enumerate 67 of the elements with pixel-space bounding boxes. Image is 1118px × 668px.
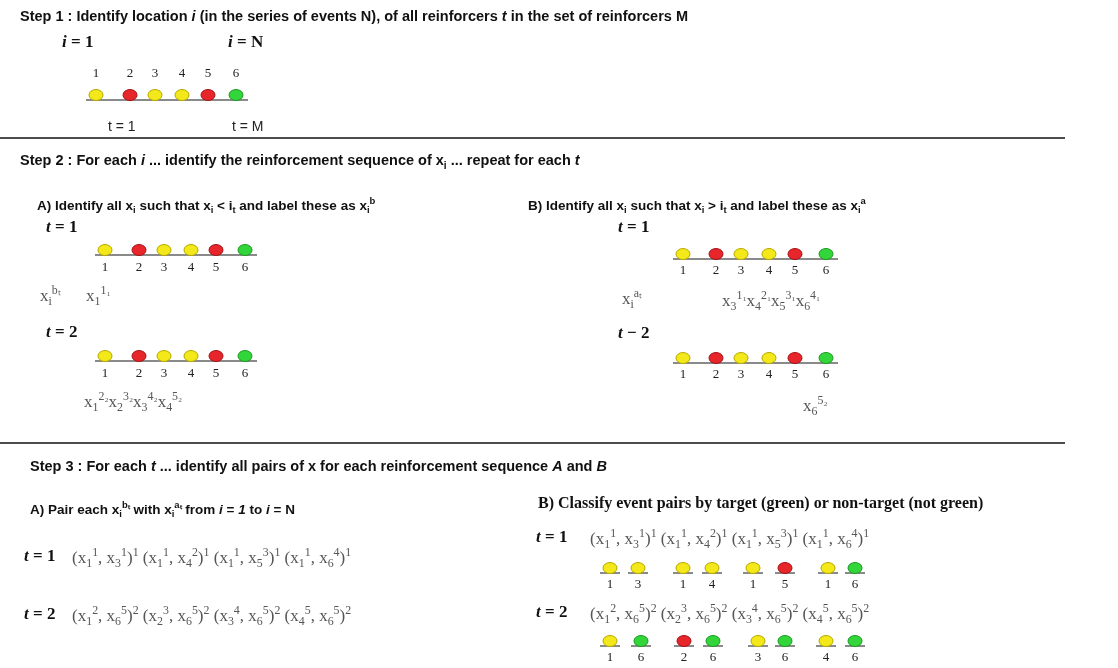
index-number: 6 — [637, 650, 645, 665]
index-number: 3 — [160, 366, 168, 381]
math-label: t = M — [232, 118, 264, 135]
index-number: 1 — [679, 577, 687, 592]
index-number: 6 — [781, 650, 789, 665]
index-number: 3 — [754, 650, 762, 665]
index-number: 1 — [101, 260, 109, 275]
index-number: 3 — [737, 263, 745, 278]
math-label: t = 1 — [46, 217, 78, 237]
index-number: 1 — [749, 577, 757, 592]
math-label: t = 1 — [618, 217, 650, 237]
index-number: 6 — [709, 650, 717, 665]
formula: (x$_{1}$$^{1}$, x$_{3}$$^{1}$)$^{1}$ (x$_{1}$$^{1}$, x$_{4}$$^{2}$)$^{1}$ (x$_{1}$$^{1}$, x$_{5}$$^{3}$)$^{1}$ (x$_{1}$$^{1}$, x$_{6}$$^{4}$)$^{1}$ — [72, 546, 352, 571]
index-number: 5 — [212, 366, 220, 381]
index-number: 6 — [241, 366, 249, 381]
index-number: 2 — [126, 66, 134, 81]
index-number: 6 — [822, 263, 830, 278]
step-heading: Step 3 : For each t ... identify all pairs of x for each reinforcement sequence A and B — [30, 458, 607, 475]
index-number: 4 — [178, 66, 186, 81]
math-label: i = N — [228, 32, 264, 52]
formula: (x$_{1}$$^{2}$, x$_{6}$$^{5}$)$^{2}$ (x$_{2}$$^{3}$, x$_{6}$$^{5}$)$^{2}$ (x$_{3}$$^{4}$, x$_{6}$$^{5}$)$^{2}$ (x$_{4}$$^{5}$, x$_{6}$$^{5}$)$^{2}$ — [72, 604, 352, 629]
index-number: 3 — [634, 577, 642, 592]
step-heading: Step 1 : Identify location i (in the series of events N), of all reinforcers t in the set of reinforcers M — [20, 8, 688, 25]
index-number: 4 — [765, 367, 773, 382]
index-number: 2 — [135, 260, 143, 275]
index-number: 4 — [822, 650, 830, 665]
math-label: t = 2 — [46, 322, 78, 342]
index-number: 4 — [765, 263, 773, 278]
formula: (x$_{1}$$^{1}$, x$_{3}$$^{1}$)$^{1}$ (x$_{1}$$^{1}$, x$_{4}$$^{2}$)$^{1}$ (x$_{1}$$^{1}$, x$_{5}$$^{3}$)$^{1}$ (x$_{1}$$^{1}$, x$_{6}$$^{4}$)$^{1}$ — [590, 527, 870, 552]
index-number: 1 — [606, 650, 614, 665]
index-number: 2 — [712, 263, 720, 278]
index-number: 6 — [851, 650, 859, 665]
index-number: 2 — [680, 650, 688, 665]
index-number: 3 — [151, 66, 159, 81]
formula: (x$_{1}$$^{2}$, x$_{6}$$^{5}$)$^{2}$ (x$_{2}$$^{3}$, x$_{6}$$^{5}$)$^{2}$ (x$_{3}$$^{4}$, x$_{6}$$^{5}$)$^{2}$ (x$_{4}$$^{5}$, x$_{6}$$^{5}$)$^{2}$ — [590, 602, 870, 627]
index-number: 4 — [187, 260, 195, 275]
math-label: t = 1 — [108, 118, 136, 135]
index-number: 4 — [187, 366, 195, 381]
index-number: 5 — [212, 260, 220, 275]
math-label: t = 2 — [24, 604, 56, 624]
step-heading: Step 2 : For each i ... identify the reinforcement sequence of x$_{i}$ ... repeat for each t — [20, 152, 580, 172]
math-label: t = 2 — [536, 602, 568, 622]
index-number: 5 — [791, 367, 799, 382]
index-number: 1 — [679, 367, 687, 382]
index-number: 2 — [712, 367, 720, 382]
index-number: 5 — [204, 66, 212, 81]
math-label: i = 1 — [62, 32, 94, 52]
index-number: 6 — [241, 260, 249, 275]
index-number: 3 — [160, 260, 168, 275]
math-label: t = 1 — [24, 546, 56, 566]
index-number: 6 — [232, 66, 240, 81]
index-number: 1 — [824, 577, 832, 592]
math-label: t = 1 — [536, 527, 568, 547]
math-label: t − 2 — [618, 323, 650, 343]
index-number: 4 — [708, 577, 716, 592]
index-number: 5 — [781, 577, 789, 592]
index-number: 2 — [135, 366, 143, 381]
index-number: 6 — [851, 577, 859, 592]
index-number: 1 — [679, 263, 687, 278]
index-number: 1 — [101, 366, 109, 381]
index-number: 6 — [822, 367, 830, 382]
index-number: 1 — [92, 66, 100, 81]
sub-heading: B) Classify event pairs by target (green) or non-target (not green) — [538, 494, 984, 513]
index-number: 1 — [606, 577, 614, 592]
index-number: 5 — [791, 263, 799, 278]
sub-heading: A) Pair each x$_{i}$$^{bₜ}$ with x$_{i}$$^{aₜ}$ from i = 1 to i = N — [30, 500, 295, 521]
index-number: 3 — [737, 367, 745, 382]
